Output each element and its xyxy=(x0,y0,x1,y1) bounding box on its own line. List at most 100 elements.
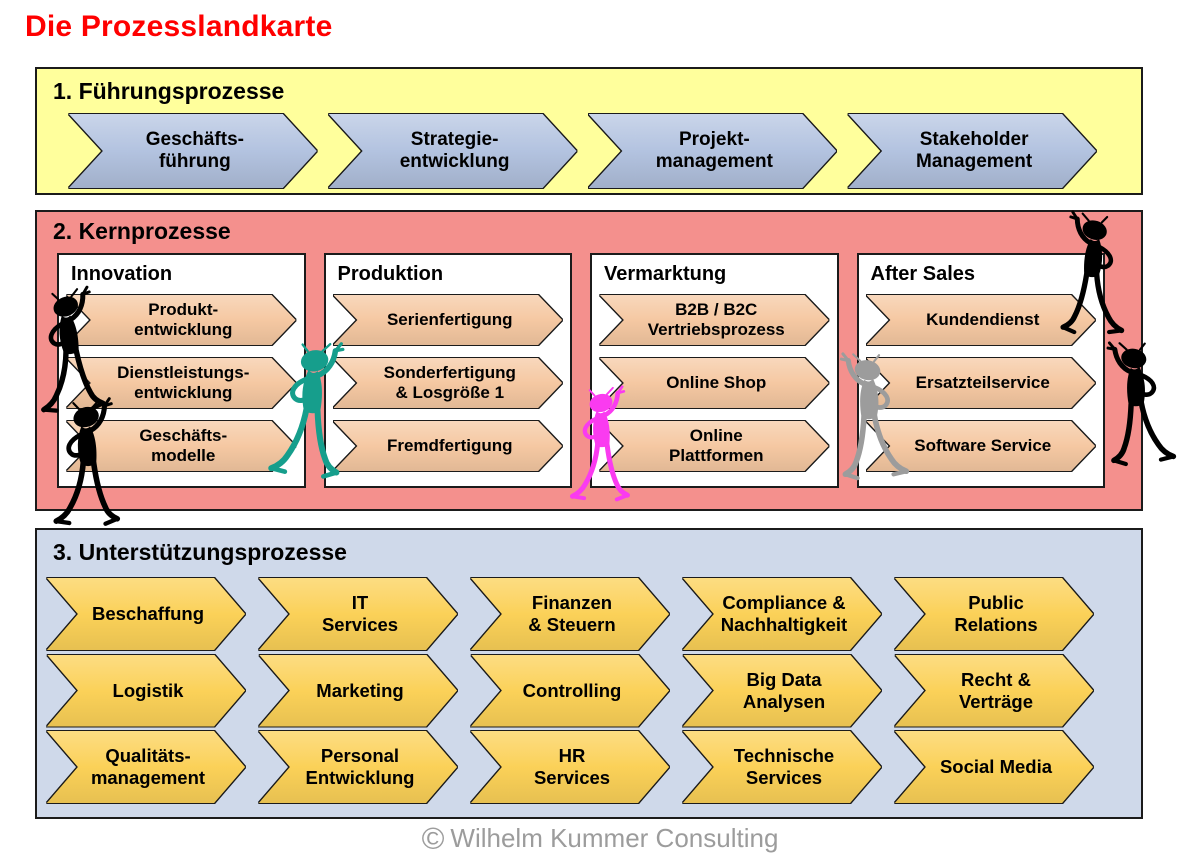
process-arrow-label: Online Shop xyxy=(666,372,767,392)
process-arrow-label: Geschäfts- führung xyxy=(145,128,244,172)
process-arrow-label: Produkt- entwicklung xyxy=(134,299,233,339)
support-arrow-row-3: Qualitäts- management Personal Entwicklu… xyxy=(47,731,1093,803)
process-arrow-label: Controlling xyxy=(522,679,622,701)
process-arrow-shape: Sonderfertigung & Losgröße 1 xyxy=(334,358,563,408)
process-arrow: Big Data Analysen xyxy=(683,655,881,727)
process-arrow-label: Projekt- management xyxy=(655,128,773,172)
process-arrow-label: Online Plattformen xyxy=(669,425,764,465)
process-arrow-shape: Projekt- management xyxy=(589,114,837,188)
fuehrungsprozesse-section: 1. Führungsprozesse Geschäfts- führung S… xyxy=(35,67,1143,195)
process-arrow: Qualitäts- management xyxy=(47,731,245,803)
process-arrow-label: Fremdfertigung xyxy=(386,435,513,455)
process-arrow-shape: Social Media xyxy=(895,731,1093,803)
process-arrow: Ersatzteilservice xyxy=(867,358,1096,408)
process-arrow-shape: Serienfertigung xyxy=(334,295,563,345)
process-arrow-label: Stakeholder Management xyxy=(916,128,1033,172)
process-group-produktion: Produktion Serienfertigung Sonderfertigu… xyxy=(323,253,572,488)
process-arrow-label: IT Services xyxy=(321,592,399,635)
process-arrow-label: Recht & Verträge xyxy=(958,668,1034,712)
process-arrow: Technische Services xyxy=(683,731,881,803)
kernprozesse-section: 2. Kernprozesse Innovation Produkt- entw… xyxy=(35,210,1143,511)
process-arrow: Beschaffung xyxy=(47,578,245,650)
process-arrow: Logistik xyxy=(47,655,245,727)
process-arrow-shape: B2B / B2C Vertriebsprozess xyxy=(600,295,829,345)
process-group-innovation: Innovation Produkt- entwicklung Dienstle… xyxy=(57,253,306,488)
process-arrow-label: Social Media xyxy=(939,756,1053,778)
process-arrow-shape: Ersatzteilservice xyxy=(867,358,1096,408)
process-arrow-shape: Produkt- entwicklung xyxy=(67,295,296,345)
process-arrow-shape: Controlling xyxy=(471,655,669,727)
process-arrow-shape: Dienstleistungs- entwicklung xyxy=(67,358,296,408)
process-arrow-label: Serienfertigung xyxy=(386,309,513,329)
process-arrow-shape: Finanzen & Steuern xyxy=(471,578,669,650)
process-arrow-shape: Personal Entwicklung xyxy=(259,731,457,803)
process-arrow: Social Media xyxy=(895,731,1093,803)
process-arrow: Geschäfts- führung xyxy=(69,114,317,188)
process-arrow: Finanzen & Steuern xyxy=(471,578,669,650)
process-arrow-shape: Logistik xyxy=(47,655,245,727)
process-arrow-label: Dienstleistungs- entwicklung xyxy=(117,362,250,402)
process-arrow: Kundendienst xyxy=(867,295,1096,345)
process-arrow: Personal Entwicklung xyxy=(259,731,457,803)
unterstuetzungsprozesse-heading: 3. Unterstützungsprozesse xyxy=(53,539,347,565)
process-arrow-shape: Beschaffung xyxy=(47,578,245,650)
process-arrow-shape: Recht & Verträge xyxy=(895,655,1093,727)
process-arrow: Marketing xyxy=(259,655,457,727)
process-arrow-shape: Online Plattformen xyxy=(600,421,829,471)
process-arrow-shape: IT Services xyxy=(259,578,457,650)
process-arrow: Stakeholder Management xyxy=(848,114,1096,188)
process-arrow: Fremdfertigung xyxy=(334,421,563,471)
process-arrow: Online Plattformen xyxy=(600,421,829,471)
process-arrow: Strategie- entwicklung xyxy=(329,114,577,188)
copyright-symbol-icon: © xyxy=(421,821,445,856)
process-arrow-shape: Big Data Analysen xyxy=(683,655,881,727)
copyright-footer: ©Wilhelm Kummer Consulting xyxy=(0,821,1200,857)
process-group-title: After Sales xyxy=(870,263,976,285)
process-arrow-label: Ersatzteilservice xyxy=(915,372,1050,392)
process-arrow-label: Qualitäts- management xyxy=(90,745,206,788)
process-arrow-label: Sonderfertigung & Losgröße 1 xyxy=(383,362,516,402)
process-arrow-shape: Kundendienst xyxy=(867,295,1096,345)
process-arrow-label: Kundendienst xyxy=(926,309,1040,329)
kernprozesse-heading: 2. Kernprozesse xyxy=(53,218,231,244)
process-arrow-label: Public Relations xyxy=(954,592,1038,635)
process-arrow-shape: Marketing xyxy=(259,655,457,727)
process-arrow-label: Marketing xyxy=(316,679,404,701)
process-arrow: Recht & Verträge xyxy=(895,655,1093,727)
process-arrow-label: Geschäfts- modelle xyxy=(139,425,228,465)
process-arrow: Produkt- entwicklung xyxy=(67,295,296,345)
process-group-title: Innovation xyxy=(71,263,173,285)
unterstuetzungsprozesse-grid: Beschaffung IT Services Finanzen & Steue… xyxy=(47,578,1093,803)
fuehrungsprozesse-arrow-row: Geschäfts- führung Strategie- entwicklun… xyxy=(69,114,1096,188)
process-arrow-label: Compliance & Nachhaltigkeit xyxy=(720,592,848,635)
process-arrow: Compliance & Nachhaltigkeit xyxy=(683,578,881,650)
fuehrungsprozesse-heading: 1. Führungsprozesse xyxy=(53,78,285,104)
unterstuetzungsprozesse-section: 3. Unterstützungsprozesse Beschaffung IT… xyxy=(35,528,1143,819)
process-arrow: Projekt- management xyxy=(589,114,837,188)
process-arrow-shape: HR Services xyxy=(471,731,669,803)
process-arrow-shape: Fremdfertigung xyxy=(334,421,563,471)
process-group-title: Vermarktung xyxy=(604,263,727,285)
process-arrow-shape: Qualitäts- management xyxy=(47,731,245,803)
process-arrow-label: Finanzen & Steuern xyxy=(528,592,616,635)
process-arrow-shape: Technische Services xyxy=(683,731,881,803)
process-arrow-label: HR Services xyxy=(533,745,611,788)
kernprozesse-group-row: Innovation Produkt- entwicklung Dienstle… xyxy=(57,253,1105,488)
process-arrow: Geschäfts- modelle xyxy=(67,421,296,471)
page-title: Die Prozesslandkarte xyxy=(25,10,333,43)
process-arrow-shape: Geschäfts- führung xyxy=(69,114,317,188)
process-arrow: HR Services xyxy=(471,731,669,803)
process-arrow-shape: Stakeholder Management xyxy=(848,114,1096,188)
process-arrow-shape: Strategie- entwicklung xyxy=(329,114,577,188)
process-arrow-label: Technische Services xyxy=(733,745,835,788)
process-arrow-shape: Online Shop xyxy=(600,358,829,408)
process-arrow: Controlling xyxy=(471,655,669,727)
process-arrow: B2B / B2C Vertriebsprozess xyxy=(600,295,829,345)
process-arrow: Software Service xyxy=(867,421,1096,471)
process-arrow-label: Software Service xyxy=(914,435,1052,455)
process-arrow-shape: Software Service xyxy=(867,421,1096,471)
process-arrow-label: Big Data Analysen xyxy=(742,668,826,712)
process-arrow-label: Beschaffung xyxy=(91,603,205,625)
process-arrow-label: Logistik xyxy=(112,679,184,701)
